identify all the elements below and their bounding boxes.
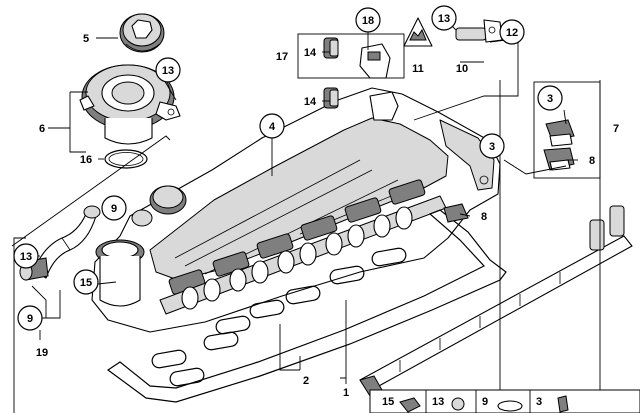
legend-9-part-icon bbox=[497, 400, 523, 412]
clip-part-14-mid bbox=[323, 87, 339, 109]
callout-14-mid: 14 bbox=[304, 96, 317, 108]
legend-9: 9 bbox=[482, 396, 488, 408]
camshaft-sensor bbox=[455, 19, 503, 43]
legend-13-part-icon bbox=[451, 397, 465, 411]
camshaft-bearings bbox=[168, 179, 426, 295]
leader-lines bbox=[11, 17, 601, 413]
sensor-part-18 bbox=[359, 43, 391, 79]
cam-lobes bbox=[181, 206, 413, 310]
callout-11: 11 bbox=[412, 63, 424, 75]
legend-15: 15 bbox=[382, 396, 394, 408]
oil-filler-cap bbox=[119, 13, 165, 53]
cover-gasket bbox=[106, 209, 507, 403]
callout-6: 6 bbox=[39, 123, 45, 135]
callout-18: 18 bbox=[362, 15, 374, 27]
callout-9-hose: 9 bbox=[111, 203, 117, 215]
callout-13-sensor: 13 bbox=[438, 13, 450, 25]
o-ring bbox=[104, 149, 148, 169]
callout-17: 17 bbox=[276, 51, 288, 63]
callout-8-lower: 8 bbox=[481, 211, 487, 223]
callout-2: 2 bbox=[303, 375, 309, 387]
legend-strip: 15 13 9 3 bbox=[369, 389, 640, 413]
callout-3-cover: 3 bbox=[489, 141, 495, 153]
callout-1: 1 bbox=[343, 387, 349, 399]
oil-filler-neck bbox=[79, 64, 181, 145]
bracket-part-8-lower bbox=[443, 203, 469, 223]
callout-9-lower: 9 bbox=[27, 313, 33, 325]
sensor-on-cover bbox=[369, 91, 399, 121]
breather-hose bbox=[19, 205, 101, 281]
callout-13-hose: 13 bbox=[20, 251, 32, 263]
legend-13: 13 bbox=[432, 396, 444, 408]
callout-5: 5 bbox=[83, 33, 89, 45]
group-box-17 bbox=[297, 33, 405, 79]
fuel-rail bbox=[359, 205, 633, 397]
callout-16: 16 bbox=[80, 154, 92, 166]
callout-3-bracket: 3 bbox=[547, 93, 553, 105]
callout-15: 15 bbox=[80, 277, 92, 289]
callout-12: 12 bbox=[506, 27, 518, 39]
cylinder-head-cover bbox=[91, 87, 501, 333]
legend-3: 3 bbox=[536, 396, 542, 408]
callout-8-bracket: 8 bbox=[589, 155, 595, 167]
clip-part-14-top bbox=[323, 37, 339, 59]
bracket-part-8 bbox=[543, 147, 575, 171]
bracket-part-3 bbox=[545, 119, 575, 147]
callout-14-top: 14 bbox=[304, 47, 317, 59]
callout-7: 7 bbox=[613, 123, 619, 135]
callout-4: 4 bbox=[269, 121, 276, 133]
callout-13-cap: 13 bbox=[162, 65, 174, 77]
callout-10: 10 bbox=[456, 63, 468, 75]
callout-19: 19 bbox=[36, 347, 48, 359]
warning-label bbox=[403, 17, 433, 47]
legend-3-part-icon bbox=[557, 395, 569, 413]
callouts: 5 13 6 16 9 13 15 9 19 4 14 17 18 14 11 … bbox=[13, 5, 619, 399]
legend-15-part-icon bbox=[399, 397, 421, 413]
